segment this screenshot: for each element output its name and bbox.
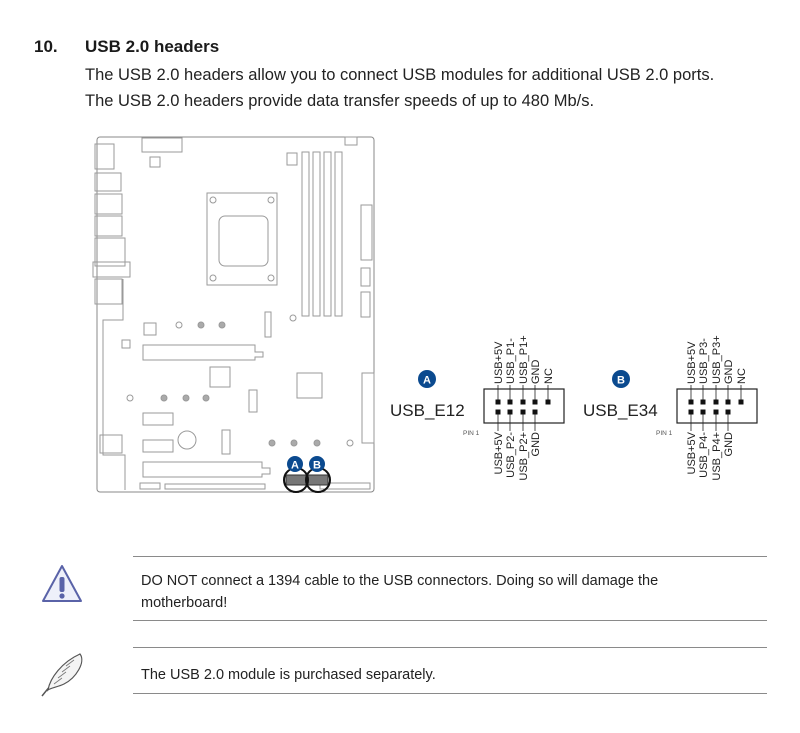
pin bbox=[700, 399, 706, 405]
pin bbox=[532, 409, 538, 415]
section-title: USB 2.0 headers bbox=[85, 37, 220, 56]
warning-line-1: DO NOT connect a 1394 cable to the USB c… bbox=[141, 573, 659, 589]
pin1-label: PIN 1 bbox=[656, 430, 673, 437]
pin-label-bottom: USB_P2- bbox=[505, 432, 517, 478]
marker-letter: B bbox=[617, 375, 625, 387]
pin bbox=[738, 399, 744, 405]
pin-label-bottom: GND bbox=[723, 432, 735, 457]
pin bbox=[495, 399, 501, 405]
pin bbox=[507, 409, 513, 415]
note-text: The USB 2.0 module is purchased separate… bbox=[141, 667, 436, 683]
warning-text: DO NOT connect a 1394 cable to the USB c… bbox=[141, 570, 658, 614]
header-outline bbox=[483, 388, 565, 424]
svg-text:A: A bbox=[291, 460, 299, 472]
motherboard-diagram: A B bbox=[92, 136, 375, 493]
pin-label-top: USB_P1+ bbox=[518, 335, 530, 384]
pin bbox=[725, 409, 731, 415]
pin bbox=[713, 399, 719, 405]
svg-text:B: B bbox=[313, 460, 321, 472]
pin bbox=[532, 399, 538, 405]
header-name: USB_E34 bbox=[583, 401, 658, 420]
pin bbox=[495, 409, 501, 415]
pin-label-bottom: USB_P4+ bbox=[711, 432, 723, 481]
board-marker-a: A bbox=[287, 456, 303, 472]
divider bbox=[133, 693, 767, 694]
note-feather-icon bbox=[41, 653, 83, 697]
header-outline bbox=[676, 388, 758, 424]
pin bbox=[688, 399, 694, 405]
header-marker: B bbox=[612, 370, 630, 388]
pin bbox=[725, 399, 731, 405]
description-line-2: The USB 2.0 headers provide data transfe… bbox=[85, 92, 595, 110]
pin-label-bottom: USB+5V bbox=[493, 431, 505, 474]
pin bbox=[700, 409, 706, 415]
divider bbox=[133, 620, 767, 621]
pin-label-top: USB_P3+ bbox=[711, 335, 723, 384]
pin bbox=[520, 399, 526, 405]
pin bbox=[507, 399, 513, 405]
pin-label-top: GND bbox=[530, 360, 542, 385]
warning-icon bbox=[42, 565, 82, 602]
header-marker: A bbox=[418, 370, 436, 388]
divider bbox=[133, 647, 767, 648]
pin1-label: PIN 1 bbox=[463, 430, 480, 437]
marker-letter: A bbox=[423, 375, 431, 387]
pin-label-top: USB_P3- bbox=[698, 338, 710, 384]
pin-label-top: USB+5V bbox=[686, 341, 698, 384]
warning-line-2: motherboard! bbox=[141, 595, 228, 611]
pin bbox=[688, 409, 694, 415]
pin-label-bottom: GND bbox=[530, 432, 542, 457]
header-name: USB_E12 bbox=[390, 401, 465, 420]
board-marker-b: B bbox=[309, 456, 325, 472]
pin-label-top: USB+5V bbox=[493, 341, 505, 384]
pin-label-top: NC bbox=[543, 368, 555, 384]
pin bbox=[520, 409, 526, 415]
section-number: 10. bbox=[34, 37, 58, 56]
divider bbox=[133, 556, 767, 557]
pin bbox=[713, 409, 719, 415]
pin-label-bottom: USB+5V bbox=[686, 431, 698, 474]
pin-label-top: GND bbox=[723, 360, 735, 385]
pin-label-top: USB_P1- bbox=[505, 338, 517, 384]
pin-label-top: NC bbox=[736, 368, 748, 384]
description-line-1: The USB 2.0 headers allow you to connect… bbox=[85, 66, 715, 84]
pin-label-bottom: USB_P2+ bbox=[518, 432, 530, 481]
pin bbox=[545, 399, 551, 405]
pin-label-bottom: USB_P4- bbox=[698, 432, 710, 478]
